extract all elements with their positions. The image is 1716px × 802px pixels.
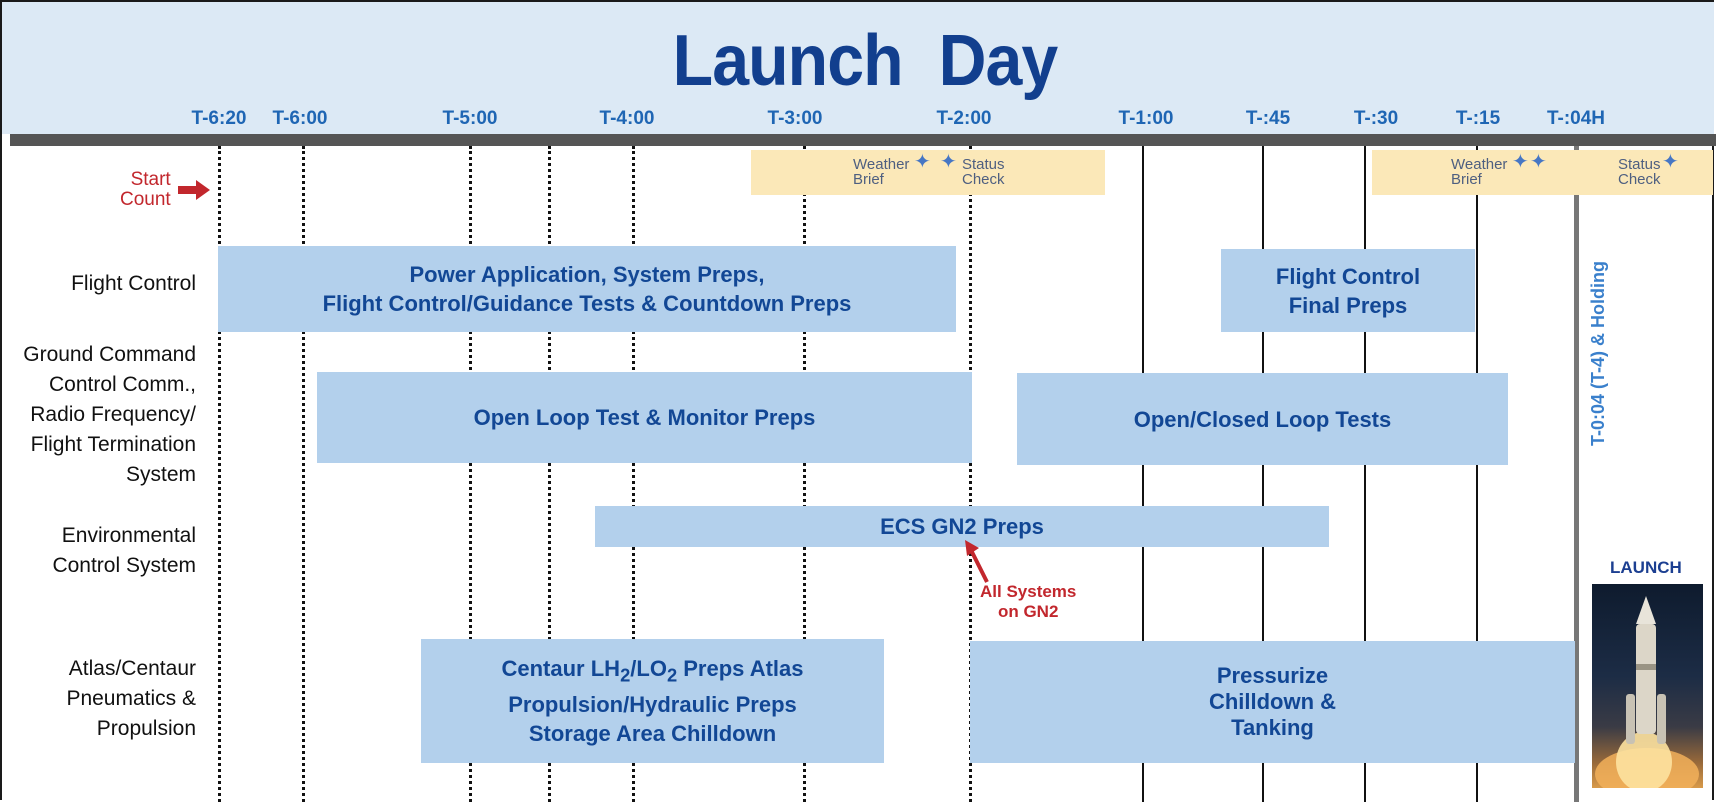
star-icon: ✦ — [1530, 151, 1547, 173]
bar-open-loop: Open Loop Test & Monitor Preps — [317, 372, 972, 463]
arrow-up-left-icon — [965, 540, 989, 583]
tick-label: T-:45 — [1245, 108, 1291, 129]
bar-power-application: Power Application, System Preps, Flight … — [218, 246, 956, 332]
star-icon: ✦ — [1662, 151, 1679, 173]
tick-label: T-4:00 — [599, 108, 655, 129]
arrow-right-icon — [178, 180, 210, 200]
start-count-label: Start Count — [120, 169, 171, 210]
star-icon: ✦ — [940, 151, 957, 173]
time-line — [548, 146, 551, 802]
holding-label: T-0:04 (T-4) & Holding — [1588, 260, 1608, 446]
launch-label: LAUNCH — [1610, 558, 1682, 577]
bar-flight-control-final: Flight Control Final Preps — [1221, 249, 1475, 332]
bar-ecs-gn2: ECS GN2 Preps — [595, 506, 1329, 547]
bar-centaur-preps: Centaur LH2/LO2 Preps Atlas Propulsion/H… — [421, 639, 884, 763]
time-line — [1476, 146, 1478, 802]
hold-line — [1574, 146, 1579, 802]
weather-strip — [751, 150, 1105, 195]
tick-label: T-:15 — [1455, 108, 1501, 129]
time-line — [218, 146, 221, 802]
star-icon: ✦ — [914, 151, 931, 173]
weather-brief-label: Weather Brief — [1451, 156, 1508, 188]
tick-label: T-:04H — [1546, 108, 1606, 129]
weather-brief-label: Weather Brief — [853, 156, 910, 188]
page-title: Launch Day — [672, 21, 1059, 101]
status-check-label: Status Check — [1618, 156, 1661, 188]
row-label-environmental: Environmental Control System — [52, 524, 196, 577]
time-line — [469, 146, 472, 802]
time-line — [302, 146, 305, 802]
tick-label: T-:30 — [1353, 108, 1399, 129]
tick-label: T-2:00 — [936, 108, 992, 129]
row-label-ground-command: Ground Command Control Comm., Radio Freq… — [23, 343, 196, 486]
centaur-line-1: Centaur LH2/LO2 Preps Atlas — [501, 656, 804, 686]
status-check-label: Status Check — [962, 156, 1005, 188]
gn2-note: All Systems on GN2 — [980, 582, 1077, 621]
bar-open-closed-loop: Open/Closed Loop Tests — [1017, 373, 1508, 465]
time-line — [1142, 146, 1144, 802]
centaur-line-2: Propulsion/Hydraulic Preps Storage Area … — [508, 691, 797, 746]
bar-pressurize: Pressurize Chilldown & Tanking — [970, 641, 1575, 763]
time-line — [1364, 146, 1366, 802]
row-label-flight-control: Flight Control — [71, 272, 196, 295]
tick-label: T-6:20 — [191, 108, 247, 129]
tick-label: T-1:00 — [1118, 108, 1174, 129]
time-line — [1262, 146, 1264, 802]
time-line — [969, 146, 972, 802]
star-icon: ✦ — [1512, 151, 1529, 173]
row-label-atlas-centaur: Atlas/Centaur Pneumatics & Propulsion — [66, 657, 196, 740]
weather-strip — [1372, 150, 1713, 195]
header-band — [2, 2, 1714, 134]
tick-label: T-3:00 — [767, 108, 823, 129]
time-line — [632, 146, 635, 802]
rocket-launch-image — [1592, 584, 1703, 788]
tick-label: T-6:00 — [272, 108, 328, 129]
timeline-divider — [10, 134, 1716, 146]
time-line — [803, 146, 806, 802]
tick-label: T-5:00 — [442, 108, 498, 129]
